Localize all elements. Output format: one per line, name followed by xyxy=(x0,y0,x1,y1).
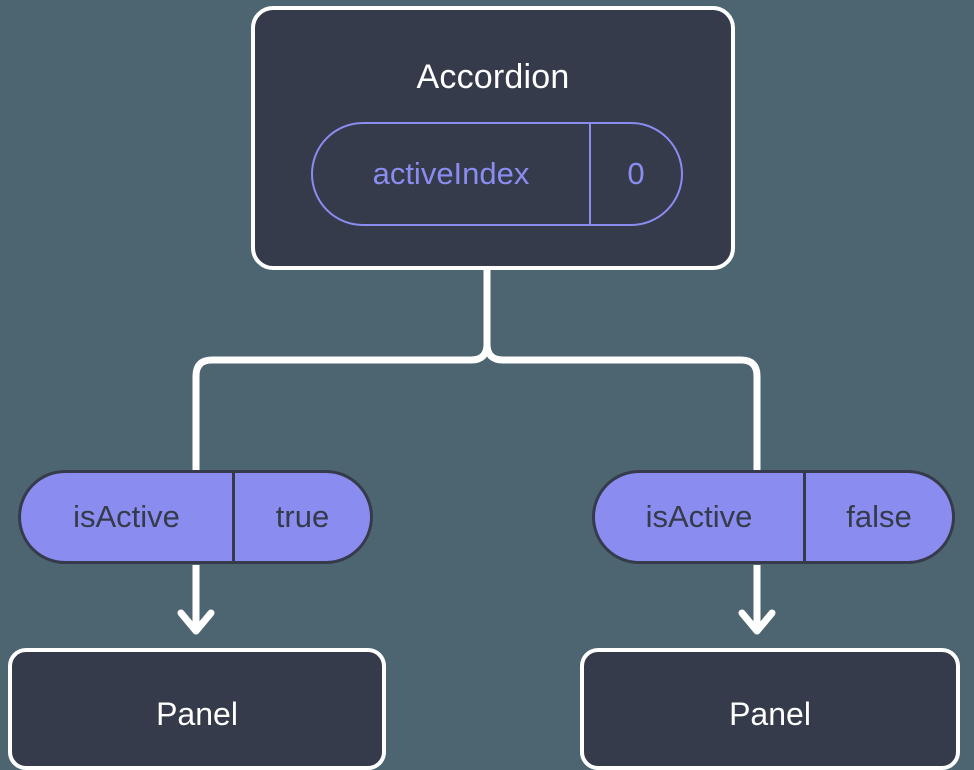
prop-pill-value: true xyxy=(275,499,330,534)
state-pill-key: activeIndex xyxy=(313,124,591,224)
connector-fork-path-right xyxy=(483,340,761,474)
panel-component-node-left[interactable]: Panel xyxy=(8,648,386,770)
prop-pill-is-active-true[interactable]: isActive true xyxy=(18,470,373,564)
panel-component-node-right[interactable]: Panel xyxy=(580,648,960,770)
arrow-head-left xyxy=(177,609,215,635)
prop-pill-key: isActive xyxy=(21,473,235,561)
accordion-title: Accordion xyxy=(416,58,570,96)
prop-pill-key: isActive xyxy=(595,473,806,561)
connector-fork-path xyxy=(192,266,491,474)
state-pill-value: 0 xyxy=(627,156,645,191)
prop-pill-value: false xyxy=(846,499,912,534)
prop-pill-is-active-false[interactable]: isActive false xyxy=(592,470,955,564)
state-pill-active-index[interactable]: activeIndex 0 xyxy=(311,122,683,226)
accordion-component-node[interactable]: Accordion activeIndex 0 xyxy=(251,6,735,270)
panel-title: Panel xyxy=(156,696,238,732)
panel-title: Panel xyxy=(729,696,811,732)
arrow-head-right xyxy=(738,609,776,635)
